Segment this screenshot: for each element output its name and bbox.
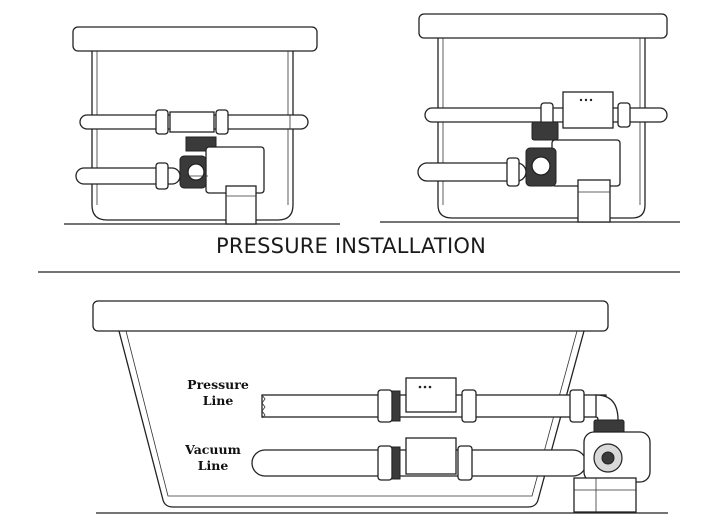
heater-body xyxy=(562,91,614,129)
pump-base xyxy=(573,477,637,513)
heater-body xyxy=(405,377,457,413)
pipe-union xyxy=(155,109,169,135)
pipe-union xyxy=(457,445,473,481)
tub-wall xyxy=(437,38,646,219)
tub-wall xyxy=(91,51,294,221)
pump-coupling xyxy=(531,121,559,141)
pipe-union xyxy=(377,389,393,423)
section-heading: PRESSURE INSTALLATION xyxy=(216,234,486,258)
pipe-union xyxy=(391,446,401,480)
pump-motor xyxy=(551,139,621,187)
tub-rim xyxy=(72,26,318,52)
pump-base xyxy=(225,185,257,225)
pipe-union xyxy=(461,389,477,423)
vacuum-installation xyxy=(92,300,668,514)
pipe-union xyxy=(569,389,585,423)
pressure-installation-right xyxy=(380,13,680,223)
pipe-union xyxy=(215,109,229,135)
pressure-installation-left xyxy=(64,26,340,225)
heater-body xyxy=(169,111,215,133)
pump-port xyxy=(187,163,205,181)
pump-port xyxy=(531,156,551,176)
tub-wall xyxy=(118,330,585,508)
pipe-union xyxy=(391,390,401,422)
vacuum-line-label: Vacuum Line xyxy=(185,442,241,473)
pipe-union xyxy=(377,445,393,481)
pipe-union xyxy=(617,102,631,128)
pipe-union xyxy=(155,162,169,190)
heater-body xyxy=(405,437,457,475)
tub-rim xyxy=(92,300,609,332)
pump-base xyxy=(577,179,611,223)
tub-rim xyxy=(418,13,668,39)
pressure-line-label: Pressure Line xyxy=(187,377,249,408)
pipe-union xyxy=(506,157,520,187)
